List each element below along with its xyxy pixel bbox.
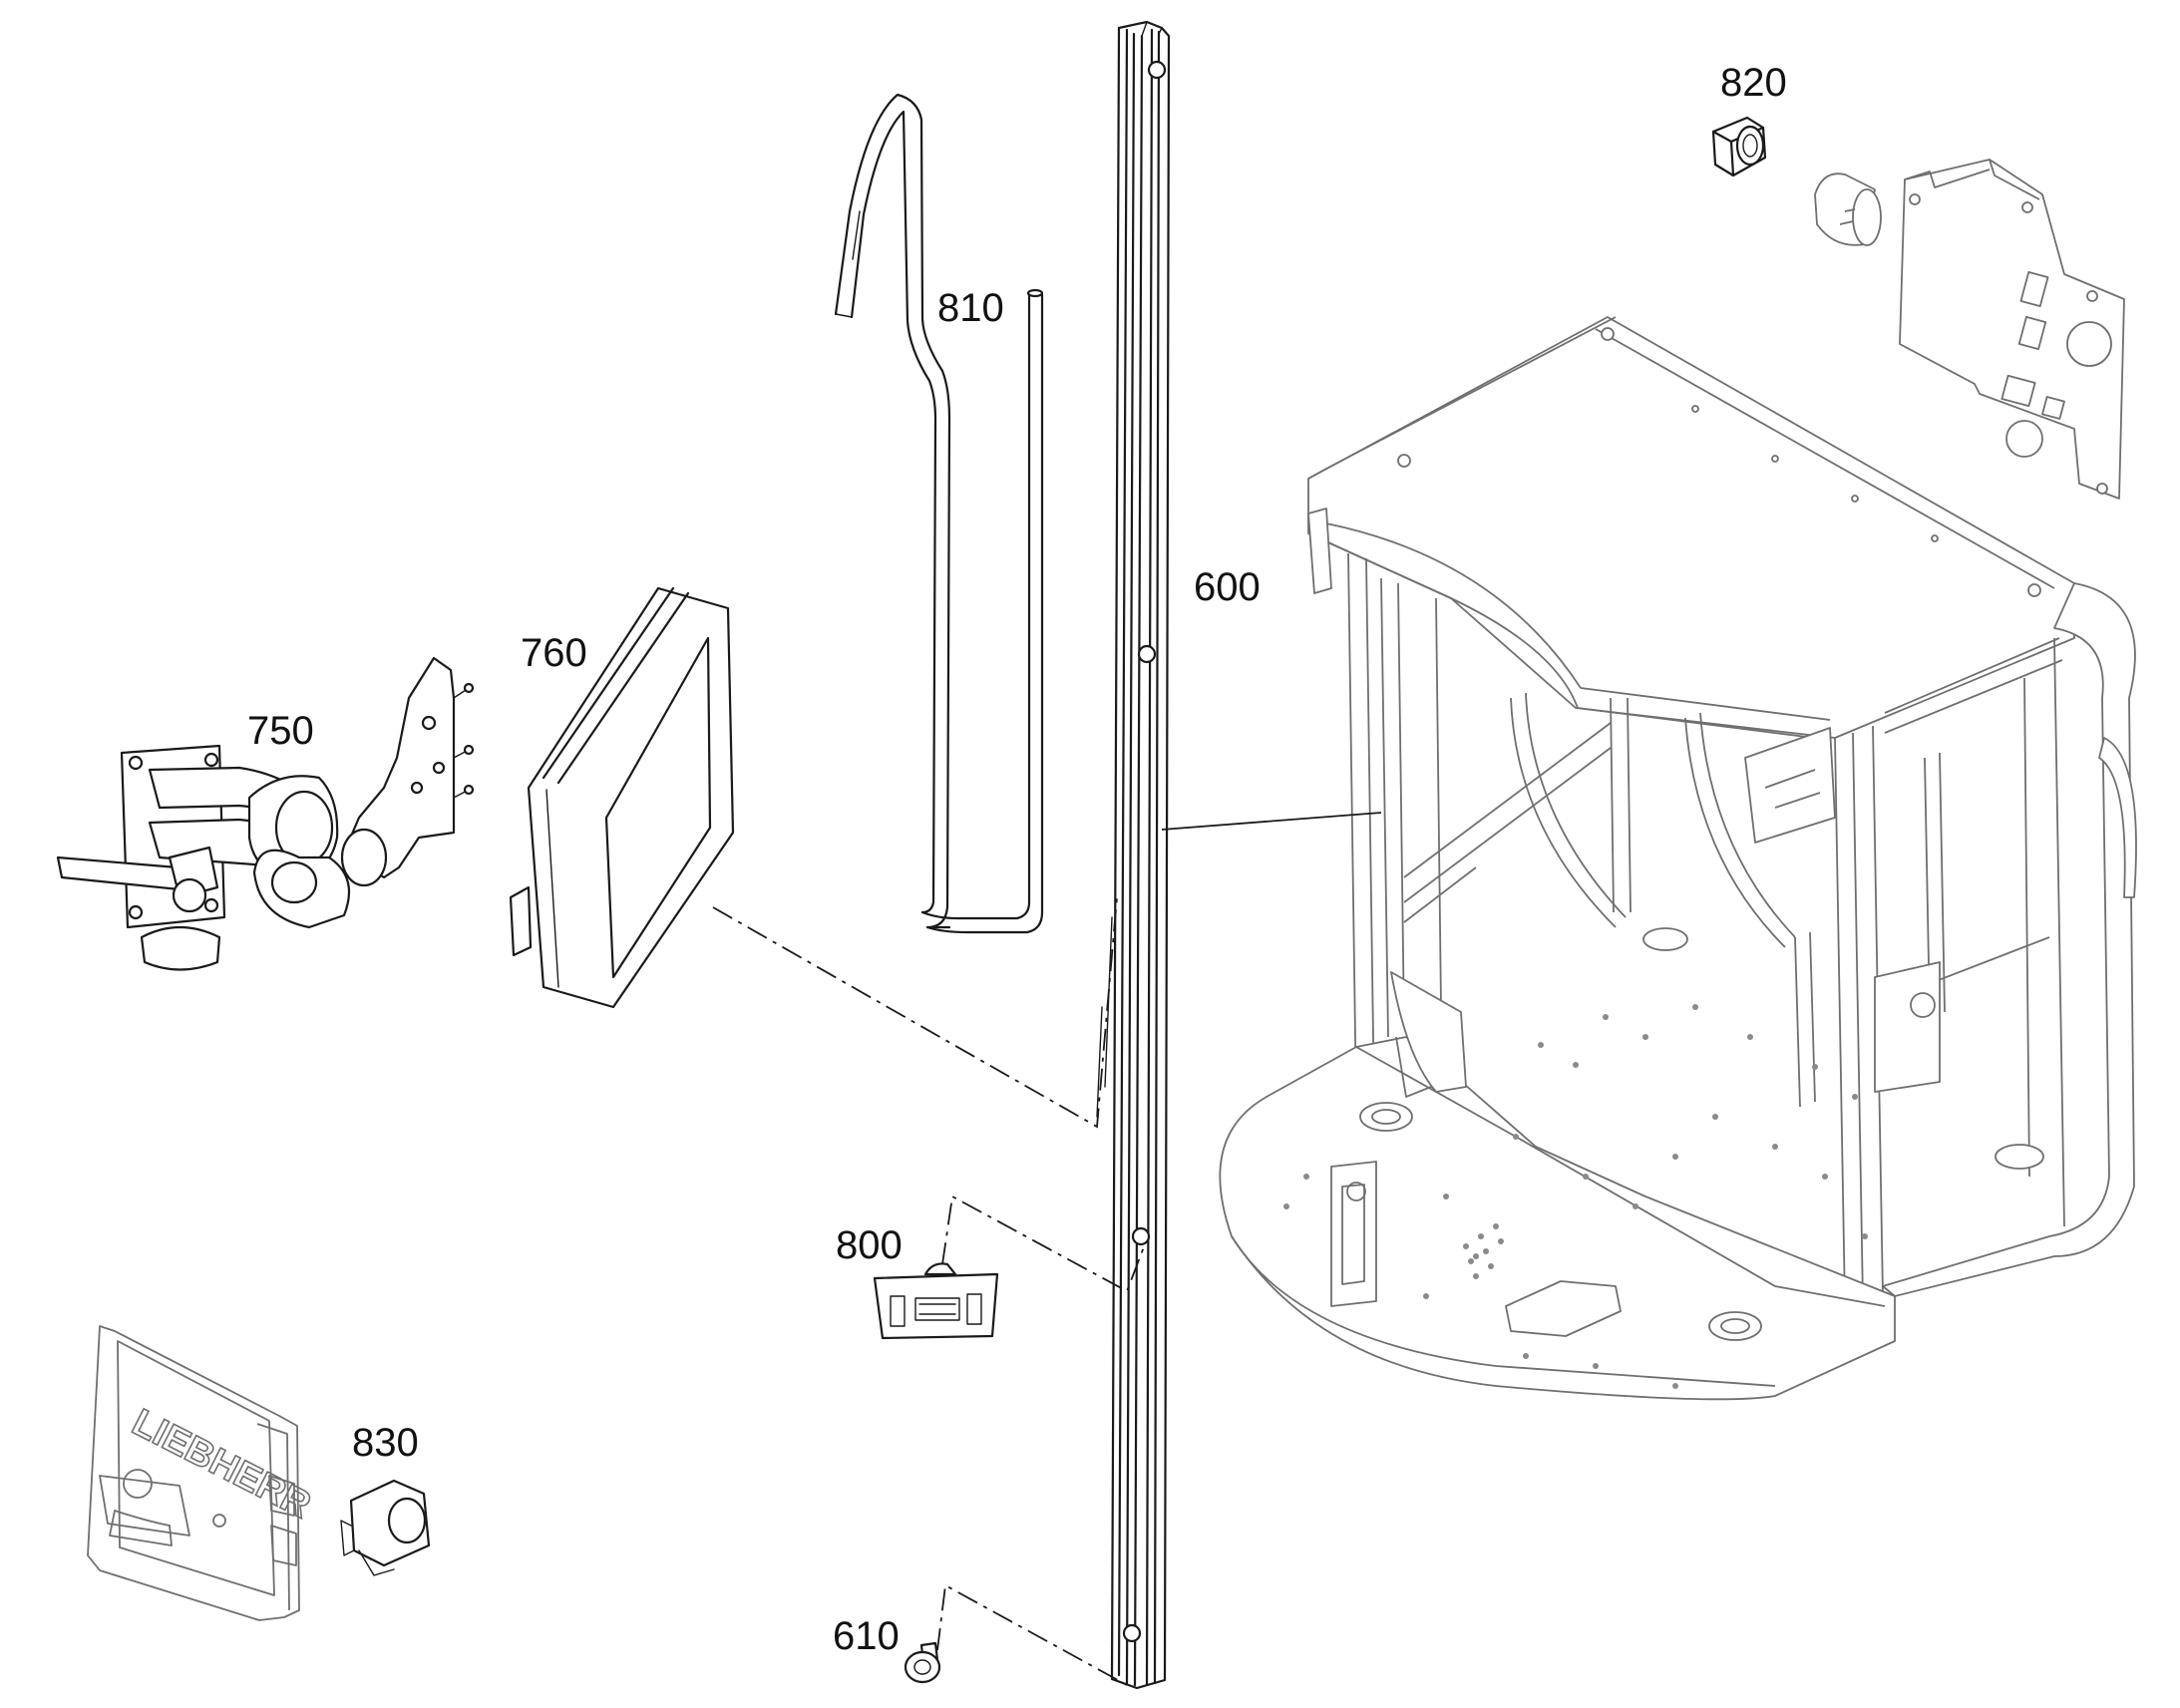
floor-rivets bbox=[1283, 1004, 1868, 1389]
part-810-cable bbox=[834, 93, 1044, 934]
callout-750: 750 bbox=[247, 709, 314, 753]
assembly-line-610 bbox=[936, 1583, 1128, 1686]
control-unit-ecu: LIEBHERR bbox=[87, 1325, 318, 1621]
callout-760: 760 bbox=[521, 631, 587, 675]
part-820-cap-nut bbox=[1711, 116, 1767, 177]
part-760-display bbox=[509, 586, 735, 1009]
assembly-line-760 bbox=[712, 896, 1118, 1129]
cab-frame bbox=[1219, 316, 2137, 1401]
part-830-connector bbox=[340, 1479, 431, 1576]
callout-610: 610 bbox=[833, 1614, 900, 1658]
part-800-badge bbox=[873, 1262, 999, 1340]
rear-console-panel bbox=[1814, 159, 2125, 500]
callout-800: 800 bbox=[836, 1223, 903, 1267]
callout-600: 600 bbox=[1194, 565, 1261, 609]
callout-820: 820 bbox=[1720, 61, 1787, 105]
rubber-grommet bbox=[1814, 172, 1882, 246]
part-610-screw bbox=[904, 1641, 941, 1684]
callout-810: 810 bbox=[937, 286, 1004, 330]
assembly-line-800 bbox=[941, 1195, 1146, 1293]
leader-600 bbox=[1161, 812, 1382, 831]
callout-830: 830 bbox=[352, 1421, 419, 1465]
part-600-rail bbox=[1096, 20, 1171, 1690]
part-750-mount bbox=[56, 656, 475, 971]
floor-bolt-pattern bbox=[1463, 1223, 1504, 1279]
